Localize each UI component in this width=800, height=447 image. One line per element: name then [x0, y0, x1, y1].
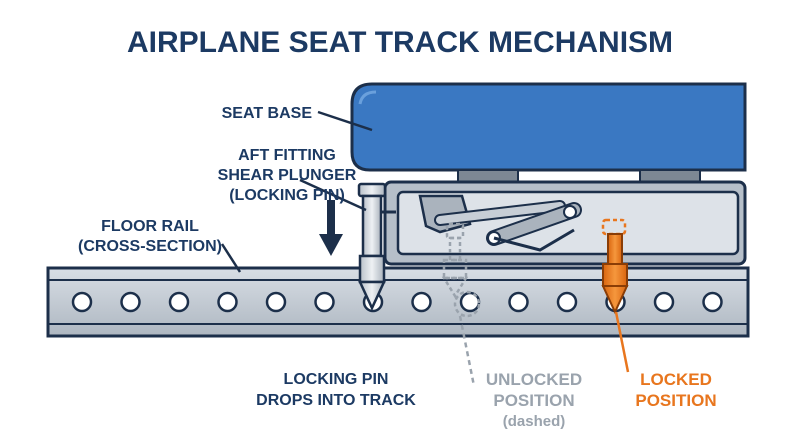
label-locked: LOCKED	[640, 370, 712, 389]
rail-hole	[508, 291, 529, 313]
seat-foot-left	[457, 169, 519, 183]
label-unlocked-position: POSITION	[493, 391, 574, 410]
rail-hole	[120, 291, 141, 313]
label-pin-drops-2: DROPS INTO TRACK	[256, 392, 416, 409]
label-locking-pin: (LOCKING PIN)	[229, 187, 345, 204]
rail-holes	[71, 291, 723, 313]
release-lever-linkage	[418, 194, 582, 252]
rail-hole	[653, 291, 675, 313]
label-seat-base: SEAT BASE	[222, 105, 313, 122]
seat-base	[350, 82, 747, 172]
label-pin-drops-1: LOCKING PIN	[284, 371, 389, 388]
aft-fitting-housing	[383, 180, 747, 266]
floor-rail	[46, 266, 750, 338]
leader-seat-base	[317, 110, 373, 132]
label-locked-position: POSITION	[635, 391, 716, 410]
down-arrow-icon	[319, 200, 343, 256]
rail-hole	[265, 291, 287, 313]
label-unlocked: UNLOCKED	[486, 370, 582, 389]
unlocked-position-pin	[441, 222, 481, 387]
rail-hole	[168, 291, 190, 313]
locked-position-pin	[601, 218, 630, 373]
rail-hole	[702, 291, 723, 313]
label-floor-rail: FLOOR RAIL	[101, 218, 199, 235]
shear-plunger-pin	[357, 182, 396, 311]
label-cross-section: (CROSS-SECTION)	[78, 238, 222, 255]
seat-foot-right	[639, 169, 701, 183]
label-shear-plunger: SHEAR PLUNGER	[218, 167, 357, 184]
rail-hole	[217, 291, 238, 313]
label-dashed: (dashed)	[503, 413, 566, 430]
rail-hole	[411, 291, 432, 313]
leader-shear-plunger	[299, 178, 367, 212]
label-aft-fitting: AFT FITTING	[238, 147, 336, 164]
leader-floor-rail	[220, 243, 242, 273]
rail-hole	[71, 291, 93, 313]
diagram-title: AIRPLANE SEAT TRACK MECHANISM	[127, 26, 673, 59]
rail-hole	[556, 291, 578, 313]
rail-hole	[314, 291, 335, 313]
